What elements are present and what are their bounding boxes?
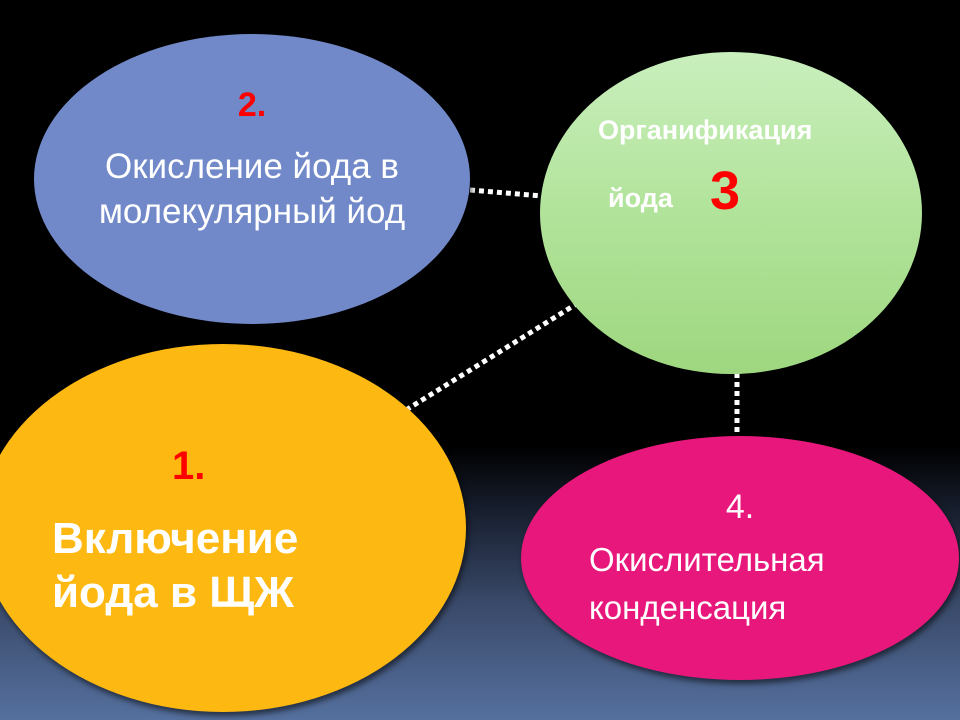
- step2-oval: 2. Окисление йода в молекулярный йод: [34, 34, 470, 324]
- step1-oval: 1. Включение йода в ЩЖ: [0, 344, 466, 712]
- step2-label: Окисление йода в молекулярный йод: [98, 147, 406, 231]
- step4-number: 4.: [725, 488, 755, 526]
- step3-label-line1: Органификация: [598, 115, 813, 145]
- connector-step2-step3: [469, 187, 543, 199]
- step3-number: 3: [710, 161, 741, 221]
- step4-label: Окислительная конденсация: [589, 541, 825, 626]
- step2-number: 2.: [237, 86, 267, 124]
- step4-oval: 4. Окислительная конденсация: [521, 436, 959, 680]
- step1-number: 1.: [172, 444, 206, 488]
- step3-oval: Органификация йода 3: [540, 52, 922, 374]
- connector-step1-step3: [404, 300, 580, 413]
- step1-label: Включение йода в ЩЖ: [52, 514, 299, 617]
- step3-label-line2: йода: [608, 183, 673, 213]
